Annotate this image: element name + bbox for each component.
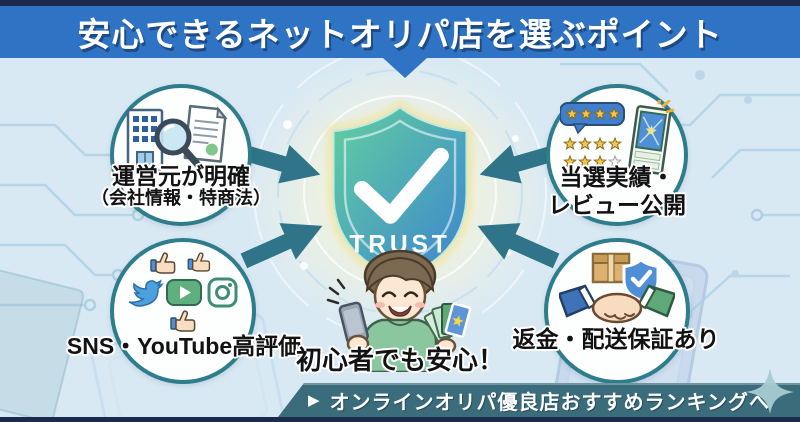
beginner-caption: 初心者でも安心！ (295, 345, 505, 375)
arrow-top-right-icon (479, 143, 565, 184)
point-circle-clear-operator (110, 84, 252, 226)
arrow-bottom-right-icon (477, 223, 560, 269)
thumbs-up-icon (187, 252, 211, 272)
arrow-top-left-icon (235, 143, 321, 184)
top-frame-strip (0, 0, 800, 6)
cta-ranking-banner[interactable]: ▶ オンラインオリパ優良店おすすめランキングへ (278, 383, 800, 417)
smartphone-icon (338, 301, 369, 345)
label-win-results-line1: 当選実績・ (559, 164, 675, 190)
smiling-boy-avatar (318, 246, 482, 377)
sparkle-accent-icon (657, 100, 674, 114)
label-clear-operator-line2: （会社情報・特商法） (91, 188, 271, 208)
point-circle-win-results (546, 84, 688, 226)
label-win-results-line2: レビュー公開 (548, 192, 686, 218)
trust-shield: TRUST (312, 98, 488, 289)
eye-left (381, 291, 397, 298)
glow-dot (300, 262, 308, 270)
guarantee-icons-group (559, 252, 675, 324)
cta-label: オンラインオリパ優良店おすすめランキングへ (329, 391, 770, 414)
instagram-icon (207, 277, 238, 308)
glow-dot (512, 135, 519, 142)
eye-right (403, 291, 419, 298)
label-clear-operator-line1: 運営元が明確 (112, 163, 250, 189)
cta-arrow-marker-icon: ▶ (308, 392, 320, 409)
company-building-icon (126, 104, 228, 172)
title-banner-notch (383, 58, 427, 78)
review-bubble-stars-icon (560, 100, 674, 175)
point-circle-sns-reputation (110, 238, 256, 384)
trust-shield-check-icon: TRUST (327, 99, 473, 285)
card-fan-icon (423, 302, 472, 344)
sparkle-lines-icon (326, 278, 346, 305)
green-shirt (362, 318, 438, 374)
magnifying-glass-icon (154, 118, 202, 169)
document-icon (183, 104, 228, 163)
sns-icons-group (128, 252, 238, 332)
thumbs-up-icon (150, 252, 176, 274)
page-title: 安心できるネットオリパ店を選ぶポイント (77, 16, 723, 53)
glow-dot (505, 250, 511, 256)
title-banner: 安心できるネットオリパ店を選ぶポイント (0, 6, 800, 58)
twitter-bird-icon (128, 279, 164, 307)
bottom-frame-strip (0, 417, 800, 422)
label-sns-reputation: SNS・YouTube高評価 (66, 333, 302, 359)
point-circle-guarantee (544, 238, 690, 384)
youtube-play-icon (166, 279, 202, 306)
glow-dot (283, 120, 292, 129)
arrow-bottom-left-icon (240, 223, 323, 269)
trading-card-icon (628, 105, 672, 175)
label-guarantee: 返金・配送保証あり (512, 326, 720, 352)
handshake-icon (559, 284, 675, 324)
sparkle-icon (746, 368, 794, 414)
